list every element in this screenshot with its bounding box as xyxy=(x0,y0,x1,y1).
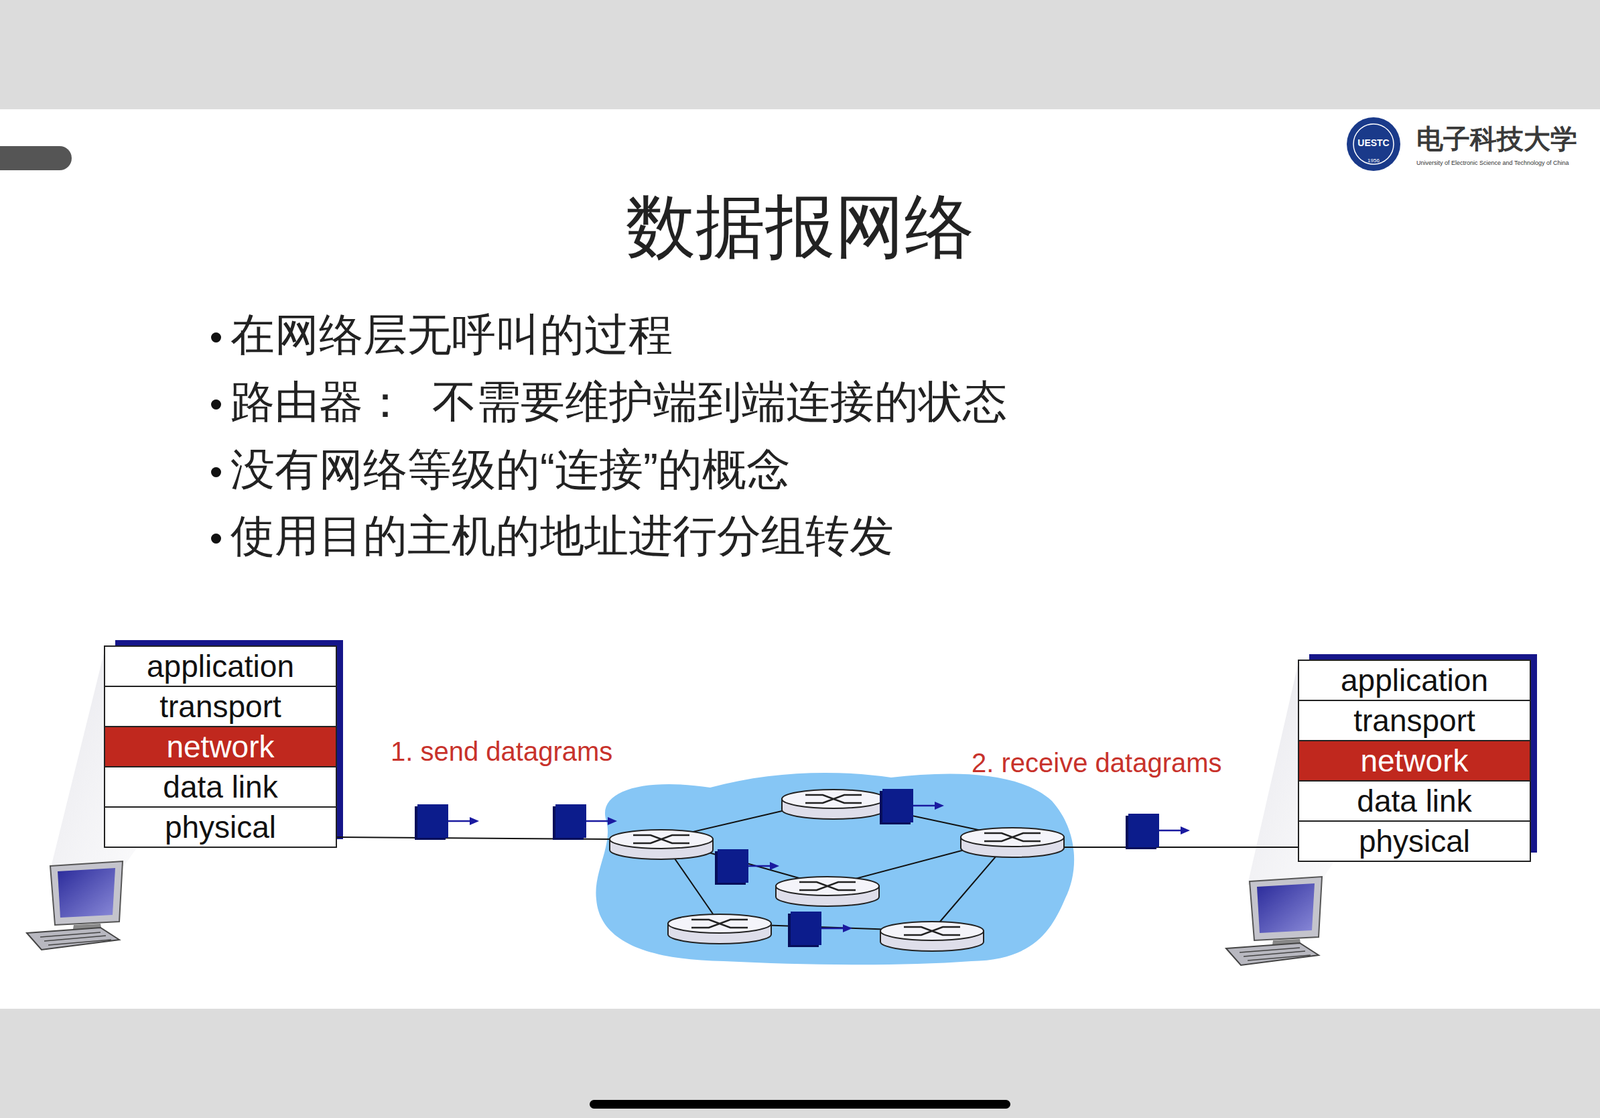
top-band xyxy=(0,0,1600,110)
layer-box: application xyxy=(1297,659,1531,701)
datagram-packet xyxy=(787,911,853,947)
layer-box: transport xyxy=(1297,699,1531,742)
layer-box: data link xyxy=(1297,779,1531,822)
layer-box: physical xyxy=(103,806,338,848)
monitor-bezel xyxy=(50,860,123,925)
highlighted-layer-box: network xyxy=(1297,739,1531,782)
host-computer xyxy=(26,860,123,950)
network-cloud xyxy=(595,772,1075,965)
bullet-text: 在网络层无呼叫的过程 xyxy=(230,308,673,362)
logo-subtitle: University of Electronic Science and Tec… xyxy=(1416,159,1569,167)
home-indicator xyxy=(589,1099,1011,1109)
router-symbol xyxy=(609,829,713,859)
layer-label: transport xyxy=(159,690,282,722)
layer-label: network xyxy=(166,730,275,762)
layer-label: physical xyxy=(1358,825,1471,857)
bullet-text: 使用目的主机的地址进行分组转发 xyxy=(230,509,894,563)
datagram-packet xyxy=(414,804,480,840)
host-computer xyxy=(1226,876,1322,965)
layer-label: data link xyxy=(1356,785,1472,817)
bottom-band xyxy=(0,1008,1600,1118)
layer-label: physical xyxy=(164,811,277,843)
logo-year: 1956 xyxy=(1346,158,1401,165)
layer-label: application xyxy=(1340,664,1489,696)
datagram-packet xyxy=(879,788,945,825)
router-symbol xyxy=(880,921,984,951)
layer-box: transport xyxy=(103,685,338,727)
access-link xyxy=(1063,846,1298,848)
logo-circle xyxy=(1346,117,1401,171)
highlighted-layer-box: network xyxy=(103,725,338,768)
keyboard-keys xyxy=(1239,947,1311,961)
router-symbol xyxy=(668,913,772,944)
bullet-text: 路由器： 不需要维护端到端连接的状态 xyxy=(230,375,1008,429)
monitor-screen xyxy=(57,867,116,918)
monitor-bezel xyxy=(1249,876,1322,941)
layer-label: network xyxy=(1360,745,1469,776)
layer-label: data link xyxy=(162,771,278,803)
keyboard xyxy=(26,927,120,950)
monitor-screen xyxy=(1256,883,1315,933)
bullet-text: 没有网络等级的“连接”的概念 xyxy=(230,442,791,496)
layer-label: transport xyxy=(1353,704,1476,736)
datagram-packet xyxy=(552,804,618,840)
slide-title: 数据报网络 xyxy=(0,184,1600,269)
keyboard-keys xyxy=(40,931,112,945)
router-symbol xyxy=(781,789,886,819)
layer-box: application xyxy=(103,645,338,687)
router-symbol xyxy=(775,876,880,906)
tab-pill xyxy=(0,146,72,171)
router-symbol xyxy=(960,827,1064,857)
layer-box: physical xyxy=(1297,820,1531,862)
step-label: 1. send datagrams xyxy=(390,735,613,768)
layer-box: data link xyxy=(103,765,338,808)
logo-initials: UESTC xyxy=(1346,138,1401,149)
keyboard xyxy=(1226,942,1319,965)
datagram-packet xyxy=(714,848,780,885)
layer-label: application xyxy=(146,650,295,682)
step-label: 2. receive datagrams xyxy=(971,746,1223,779)
logo-name: 电子科技大学 xyxy=(1416,123,1578,155)
datagram-packet xyxy=(1125,813,1190,849)
